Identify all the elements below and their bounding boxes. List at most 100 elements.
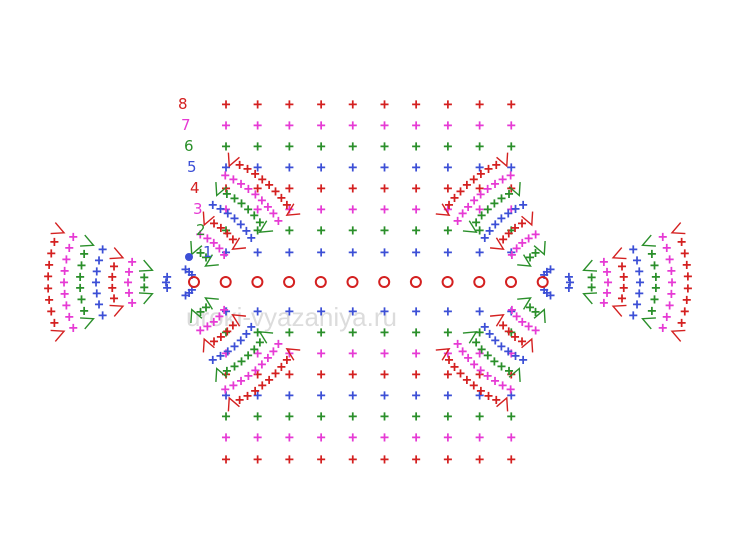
fan-stitch: + [208, 350, 217, 368]
fan-stitch: + [651, 267, 660, 285]
sc-stitch: + [221, 428, 230, 446]
sc-stitch: + [443, 200, 452, 218]
row-label: 5 [187, 158, 197, 176]
sc-stitch: + [348, 158, 357, 176]
sc-stitch: + [380, 428, 389, 446]
fan-stitch: + [565, 273, 574, 291]
fan-stitch: + [587, 268, 596, 286]
sc-stitch: + [443, 302, 452, 320]
sc-stitch: + [443, 344, 452, 362]
fan-stitch: + [94, 251, 103, 269]
sc-stitch: + [348, 95, 357, 113]
sc-stitch: + [285, 407, 294, 425]
fan-stitch: + [635, 262, 644, 280]
fan-stitch: + [235, 155, 244, 173]
fan-stitch: + [236, 215, 245, 233]
increase-stitch [215, 182, 228, 197]
fan-stitch: + [507, 301, 516, 319]
fan-stitch: + [77, 290, 86, 308]
sc-stitch: + [285, 158, 294, 176]
fan-stitch: + [564, 268, 573, 286]
fan-stitch: + [512, 239, 521, 257]
sc-stitch: + [475, 158, 484, 176]
fan-stitch: + [92, 262, 101, 280]
fan-stitch: + [504, 322, 513, 340]
sc-stitch: + [221, 386, 230, 404]
chain-stitch [251, 276, 264, 288]
fan-stitch: + [476, 361, 485, 379]
fan-stitch: + [517, 332, 526, 350]
fan-stitch: + [469, 170, 478, 188]
sc-stitch: + [380, 344, 389, 362]
sc-stitch: + [412, 243, 421, 261]
sc-stitch: + [285, 179, 294, 197]
fan-stitch: + [458, 342, 467, 360]
sc-stitch: + [443, 386, 452, 404]
sc-stitch: + [380, 386, 389, 404]
fan-stitch: + [69, 318, 78, 336]
fan-stitch: + [128, 293, 137, 311]
fan-stitch: + [647, 301, 656, 319]
fan-stitch: + [504, 342, 513, 360]
row-label: 7 [181, 116, 191, 134]
fan-stitch: + [477, 206, 486, 224]
fan-stitch: + [667, 285, 676, 303]
fan-stitch: + [525, 298, 534, 316]
sc-stitch: + [412, 407, 421, 425]
sc-stitch: + [380, 116, 389, 134]
fan-stitch: + [506, 166, 515, 184]
fan-stitch: + [140, 278, 149, 296]
fan-stitch: + [456, 364, 465, 382]
fan-stitch: + [92, 284, 101, 302]
sc-stitch: + [317, 386, 326, 404]
sc-stitch: + [348, 200, 357, 218]
fan-stitch: + [62, 296, 71, 314]
sc-stitch: + [475, 450, 484, 468]
sc-stitch: + [475, 323, 484, 341]
fan-stitch: + [472, 333, 481, 351]
fan-stitch: + [244, 179, 253, 197]
fan-stitch: + [499, 230, 508, 248]
fan-stitch: + [244, 367, 253, 385]
fan-stitch: + [229, 376, 238, 394]
sc-stitch: + [348, 137, 357, 155]
sc-stitch: + [285, 95, 294, 113]
fan-stitch: + [485, 221, 494, 239]
fan-stitch: + [77, 256, 86, 274]
sc-stitch: + [348, 386, 357, 404]
increase-stitch [582, 259, 598, 272]
fan-stitch: + [497, 189, 506, 207]
fan-stitch: + [265, 176, 274, 194]
sc-stitch: + [412, 323, 421, 341]
sc-stitch: + [475, 243, 484, 261]
sc-stitch: + [253, 407, 262, 425]
fan-stitch: + [531, 243, 540, 261]
fan-stitch: + [45, 291, 54, 309]
sc-stitch: + [507, 386, 516, 404]
increase-stitch [204, 254, 219, 267]
sc-stitch: + [317, 137, 326, 155]
sc-stitch: + [507, 407, 516, 425]
sc-stitch: + [475, 344, 484, 362]
fan-stitch: + [223, 342, 232, 360]
fan-stitch: + [599, 293, 608, 311]
fan-stitch: + [203, 317, 212, 335]
fan-stitch: + [60, 261, 69, 279]
sc-stitch: + [317, 200, 326, 218]
fan-stitch: + [237, 174, 246, 192]
row-label: 8 [178, 95, 188, 113]
sc-stitch: + [380, 450, 389, 468]
fan-stitch: + [491, 215, 500, 233]
sc-stitch: + [317, 302, 326, 320]
sc-stitch: + [380, 158, 389, 176]
increase-stitch [138, 259, 154, 272]
sc-stitch: + [412, 302, 421, 320]
increase-stitch [435, 203, 451, 217]
fan-stitch: + [540, 266, 549, 284]
sc-stitch: + [348, 365, 357, 383]
sc-stitch: + [253, 179, 262, 197]
fan-stitch: + [255, 213, 264, 231]
fan-stitch: + [470, 355, 479, 373]
sc-stitch: + [253, 428, 262, 446]
fan-stitch: + [483, 367, 492, 385]
